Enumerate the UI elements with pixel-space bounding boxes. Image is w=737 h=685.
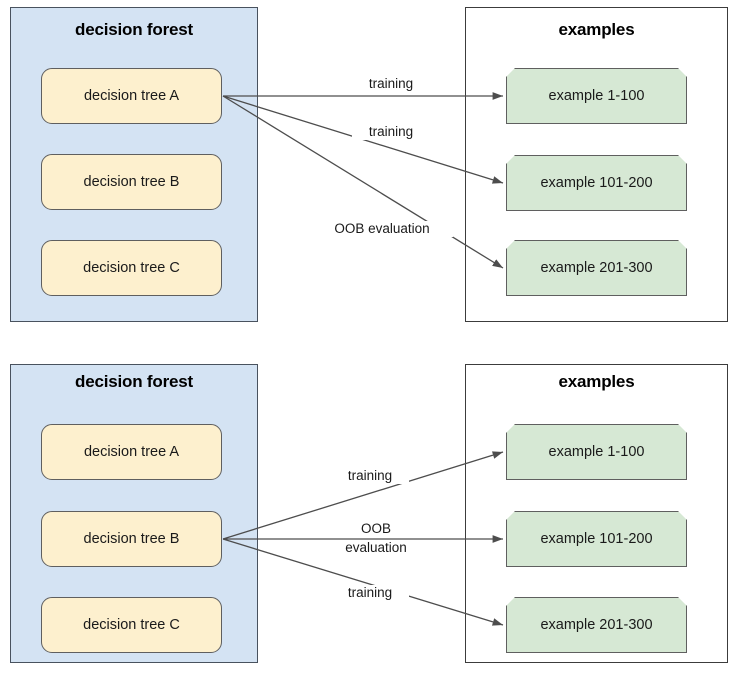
- edge-label-training-b-2: training: [331, 585, 409, 601]
- edge-label-training-b-1: training: [331, 468, 409, 484]
- example-node-201-300-top[interactable]: example 201-300: [506, 240, 687, 296]
- example-node-101-200-bottom[interactable]: example 101-200: [506, 511, 687, 567]
- edge-label-oob-b: OOB: [331, 521, 421, 537]
- examples-title-top: examples: [558, 20, 635, 39]
- decision-forest-title-bottom: decision forest: [75, 372, 193, 391]
- edge-tree-a-to-example-201-300: [222, 95, 504, 269]
- tree-node-b-top[interactable]: decision tree B: [41, 154, 222, 210]
- tree-node-c-bottom[interactable]: decision tree C: [41, 597, 222, 653]
- examples-title-bottom: examples: [558, 372, 635, 391]
- edge-label-evaluation-b: evaluation: [331, 540, 421, 556]
- tree-node-a-top[interactable]: decision tree A: [41, 68, 222, 124]
- tree-node-a-bottom[interactable]: decision tree A: [41, 424, 222, 480]
- edge-label-training-a-1: training: [352, 76, 430, 92]
- edge-label-training-a-2: training: [352, 124, 430, 140]
- example-node-101-200-top[interactable]: example 101-200: [506, 155, 687, 211]
- edge-label-oob-evaluation-a: OOB evaluation: [311, 221, 453, 237]
- example-node-1-100-top[interactable]: example 1-100: [506, 68, 687, 124]
- decision-forest-title-top: decision forest: [75, 20, 193, 39]
- example-node-201-300-bottom[interactable]: example 201-300: [506, 597, 687, 653]
- tree-node-b-bottom[interactable]: decision tree B: [41, 511, 222, 567]
- example-node-1-100-bottom[interactable]: example 1-100: [506, 424, 687, 480]
- tree-node-c-top[interactable]: decision tree C: [41, 240, 222, 296]
